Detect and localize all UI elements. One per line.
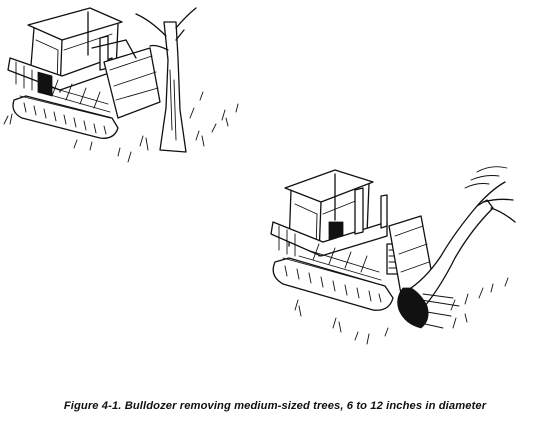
bulldozer-tree-illustration-bottom (270, 166, 516, 345)
figure-caption: Figure 4-1. Bulldozer removing medium-si… (63, 400, 487, 412)
bulldozer-tree-illustration-top (3, 7, 239, 163)
